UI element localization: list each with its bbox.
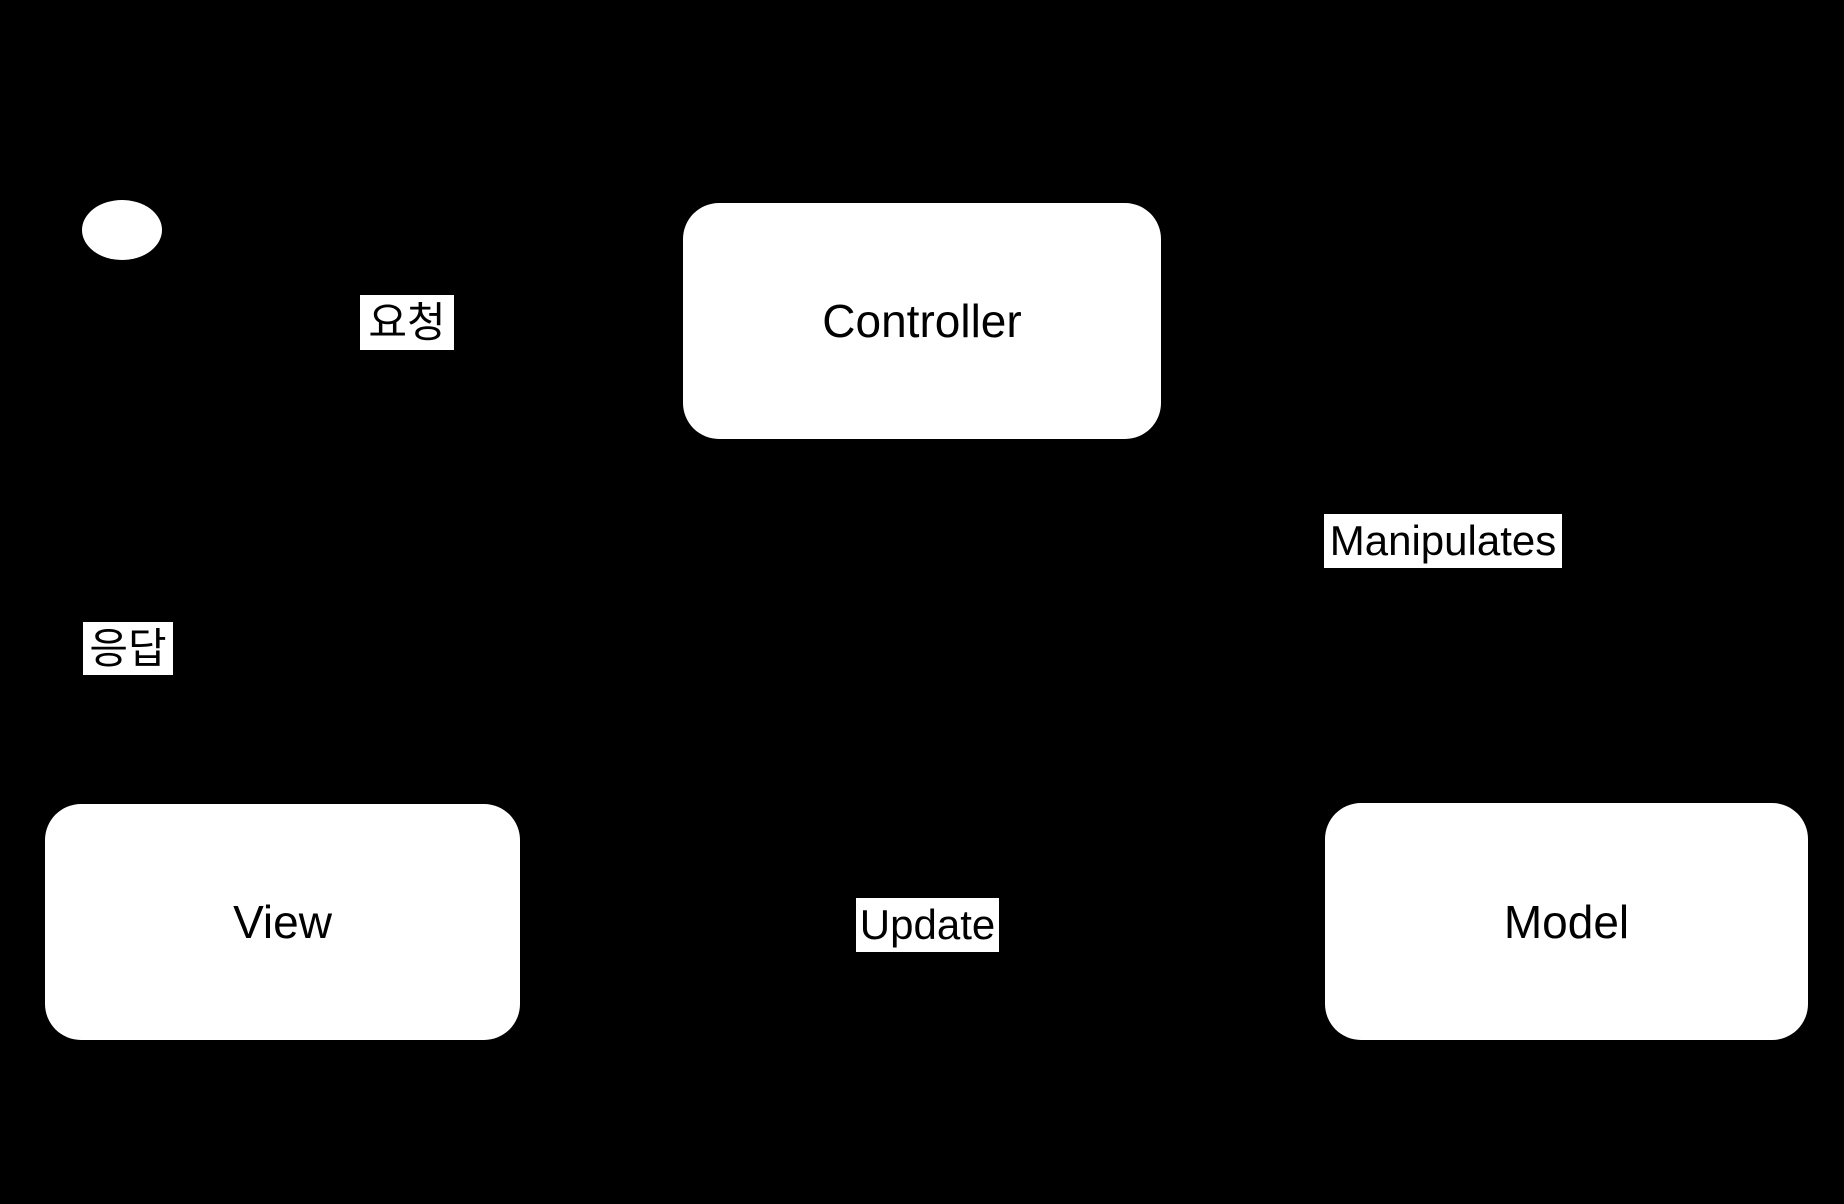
edge-label-update: Update: [856, 898, 999, 952]
node-model-label: Model: [1503, 895, 1630, 948]
node-controller: Controller: [683, 203, 1161, 439]
actor-ellipse-icon: [82, 200, 162, 260]
edge-label-request: 요청: [360, 295, 454, 350]
node-controller-label: Controller: [822, 295, 1022, 347]
node-model: Model: [1325, 803, 1808, 1040]
edge-label-response: 응답: [83, 622, 173, 675]
edge-label-manipulates: Manipulates: [1324, 514, 1562, 568]
node-view-label: View: [233, 896, 332, 948]
node-view: View: [45, 804, 520, 1040]
